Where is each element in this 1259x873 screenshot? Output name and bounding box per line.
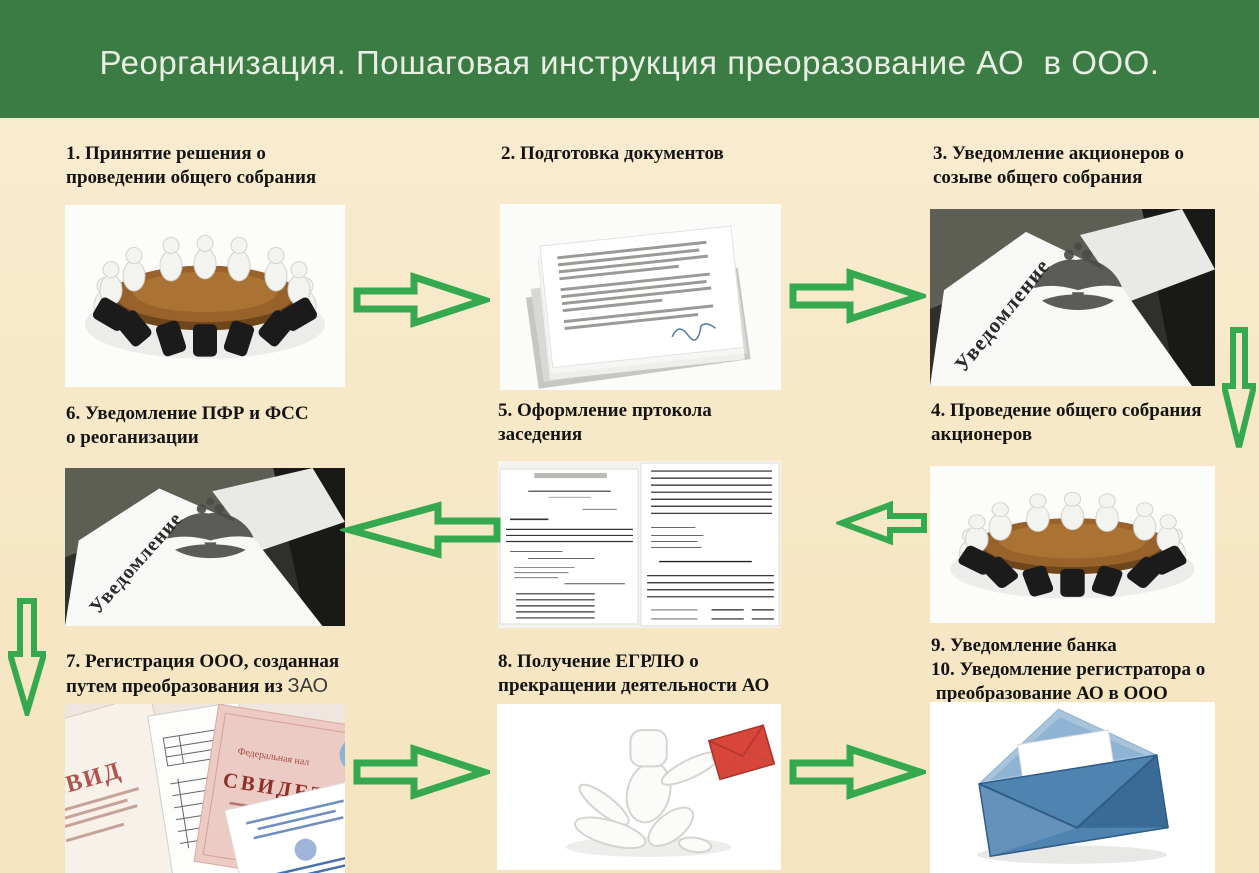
- notification-letter-image: Уведомление: [65, 468, 345, 626]
- step-4-label: 4. Проведение общего собрания акционеров: [931, 400, 1202, 445]
- open-envelope-image: [930, 702, 1215, 873]
- arrow-step3-to-step4-icon: [1222, 326, 1256, 452]
- step-2-label: 2. Подготовка документов: [501, 143, 724, 164]
- runner-with-envelope-image: [497, 704, 781, 870]
- steps-9-10-label: 9. Уведомление банка 10. Уведомление рег…: [931, 635, 1206, 704]
- arrow-step6-to-step7-icon: [8, 598, 46, 716]
- step-1-label: 1. Принятие решения о проведении общего …: [66, 143, 317, 188]
- step-7-label-main: 7. Регистрация ООО, созданная путем прео…: [66, 651, 340, 697]
- arrow-step7-to-step8-icon: [352, 742, 490, 802]
- arrow-step4-to-step5-icon: [836, 500, 928, 546]
- step-7-label-suffix: ЗАО: [287, 675, 329, 697]
- round-table-image: [65, 205, 345, 387]
- step-5-label: 5. Оформление пртокола заседения: [498, 400, 712, 445]
- header-banner: Реорганизация. Пошаговая инструкция прео…: [0, 0, 1259, 118]
- certificates-image: СВИД Федеральная нал СВИДЕТЕ: [65, 704, 345, 873]
- arrow-step1-to-step2-icon: [352, 270, 490, 330]
- page-title: Реорганизация. Пошаговая инструкция прео…: [99, 44, 1160, 81]
- arrow-step2-to-step3-icon: [788, 266, 926, 326]
- notification-letter-image: Уведомление: [930, 209, 1215, 386]
- arrow-step5-to-step6-icon: [340, 498, 502, 562]
- step-8-label: 8. Получение ЕГРЛЮ о прекращении деятель…: [498, 651, 770, 696]
- protocol-forms-image: [498, 461, 781, 628]
- step-6-label: 6. Уведомление ПФР и ФСС о реоганизации: [66, 403, 309, 448]
- step-7-label: 7. Регистрация ООО, созданная путем прео…: [66, 650, 406, 699]
- arrow-step8-to-step9-icon: [788, 742, 926, 802]
- step-3-label: 3. Уведомление акционеров о созыве общег…: [933, 143, 1185, 188]
- documents-stack-image: [500, 204, 781, 390]
- round-table-image: [930, 466, 1215, 623]
